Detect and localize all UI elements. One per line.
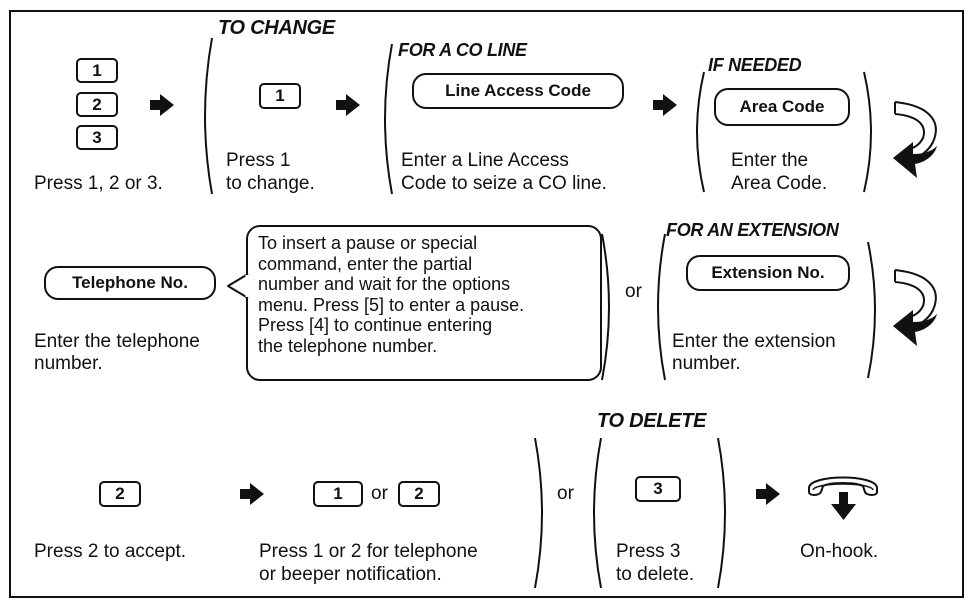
if-needed-header: IF NEEDED [708, 55, 802, 75]
co-line-header: FOR A CO LINE [398, 40, 527, 60]
key-3[interactable]: 3 [76, 125, 118, 150]
accept-key-2[interactable]: 2 [99, 481, 141, 507]
callout-line-4: menu. Press [5] to enter a pause. [258, 294, 525, 315]
right-arrow-icon [653, 94, 677, 116]
if-needed-caption-2: Area Code. [731, 173, 828, 194]
key-1[interactable]: 1 [76, 58, 118, 83]
left-paren [384, 43, 393, 195]
key-2[interactable]: 2 [76, 92, 118, 117]
or-label: or [625, 281, 642, 302]
callout-line-6: the telephone number. [258, 335, 438, 356]
to-delete-header: TO DELETE [597, 410, 707, 432]
right-arrow-icon [756, 483, 780, 505]
delete-caption-1: Press 3 [616, 541, 681, 562]
left-paren [593, 437, 602, 589]
telephone-caption-2: number. [34, 353, 103, 374]
notify-key-1[interactable]: 1 [313, 481, 363, 507]
continue-loop-arrow-icon [893, 269, 937, 346]
extension-no-button[interactable]: Extension No. [686, 255, 850, 291]
right-paren [601, 233, 610, 381]
co-line-caption-2: Code to seize a CO line. [401, 173, 607, 194]
line-access-code-button[interactable]: Line Access Code [412, 73, 624, 109]
right-arrow-icon [240, 483, 264, 505]
left-paren [204, 37, 213, 195]
accept-caption: Press 2 to accept. [34, 541, 187, 562]
change-key-1[interactable]: 1 [259, 83, 301, 109]
handset-on-hook-icon [808, 476, 878, 520]
to-change-caption-1: Press 1 [226, 150, 291, 171]
or-label: or [557, 483, 574, 504]
left-paren [696, 71, 705, 193]
notify-caption-2: or beeper notification. [259, 564, 442, 585]
notify-caption-1: Press 1 or 2 for telephone [259, 541, 478, 562]
telephone-no-button[interactable]: Telephone No. [44, 266, 216, 300]
callout-line-3: number and wait for the options [258, 274, 511, 294]
diagram-frame [9, 10, 964, 598]
continue-loop-arrow-icon [893, 101, 937, 178]
delete-key-3[interactable]: 3 [635, 476, 681, 502]
press-1-2-3-label: Press 1, 2 or 3. [34, 173, 163, 194]
delete-caption-2: to delete. [616, 564, 695, 585]
right-paren [867, 241, 876, 379]
right-paren [534, 437, 543, 589]
callout-line-1: To insert a pause or special [258, 233, 478, 253]
notify-key-2[interactable]: 2 [398, 481, 440, 507]
right-paren [863, 71, 872, 193]
extension-caption-1: Enter the extension [672, 331, 836, 352]
extension-header: FOR AN EXTENSION [666, 220, 839, 240]
callout-line-2: command, enter the partial [258, 253, 473, 274]
telephone-caption-1: Enter the telephone [34, 331, 200, 352]
left-paren [657, 233, 666, 381]
extension-caption-2: number. [672, 353, 741, 374]
area-code-button[interactable]: Area Code [714, 88, 850, 126]
right-paren [717, 437, 726, 589]
notify-or-label: or [371, 483, 388, 504]
right-arrow-icon [336, 94, 360, 116]
right-arrow-icon [150, 94, 174, 116]
if-needed-caption-1: Enter the [731, 150, 809, 171]
to-change-header: TO CHANGE [218, 17, 335, 39]
callout-line-5: Press [4] to continue entering [258, 315, 493, 335]
co-line-caption-1: Enter a Line Access [401, 150, 569, 171]
pause-tip-callout: To insert a pause or special command, en… [246, 225, 602, 381]
onhook-caption: On-hook. [800, 541, 879, 562]
callout-pointer [227, 273, 249, 299]
to-change-caption-2: to change. [226, 173, 315, 194]
